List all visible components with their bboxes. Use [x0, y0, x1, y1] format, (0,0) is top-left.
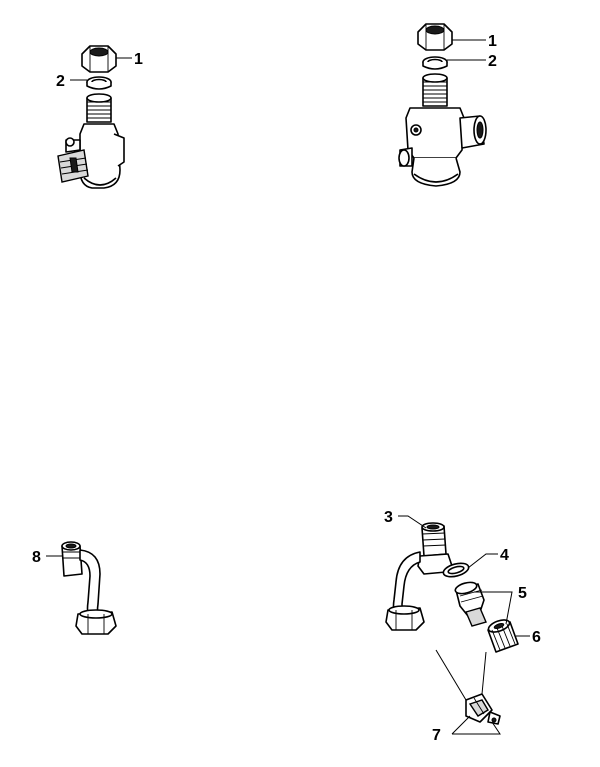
callout-leaders	[46, 39, 530, 735]
callout-2-top-right: 2	[488, 53, 497, 70]
threaded-fitting-3	[417, 522, 453, 575]
jet-fitting-7	[465, 693, 501, 725]
callout-7: 7	[432, 727, 441, 744]
o-ring-4	[442, 562, 470, 578]
union-nut-bottom-left	[75, 609, 117, 635]
assembly-bottom-left	[61, 541, 117, 635]
hex-nut-1-right	[417, 23, 453, 51]
callout-3: 3	[384, 509, 393, 526]
callout-1-top-left: 1	[134, 51, 143, 68]
union-nut-bottom-right	[385, 605, 425, 631]
assembly-top-left	[57, 45, 125, 189]
callout-6: 6	[532, 629, 541, 646]
callout-2-top-left: 2	[56, 73, 65, 90]
callout-4: 4	[500, 547, 509, 564]
pipe-fitting-8	[61, 541, 83, 577]
callout-1-top-right: 1	[488, 33, 497, 50]
assembly-bottom-right	[385, 522, 519, 725]
nozzle-5	[454, 581, 487, 627]
knurled-nut-6	[487, 619, 519, 653]
hex-nut-1	[81, 45, 117, 73]
callout-5: 5	[518, 585, 527, 602]
tee-fitting-right	[398, 73, 487, 187]
washer-2	[86, 76, 112, 90]
valve-body-left	[57, 93, 125, 189]
assembly-top-right	[398, 23, 487, 187]
washer-2-right	[422, 56, 448, 70]
callout-8: 8	[32, 549, 41, 566]
